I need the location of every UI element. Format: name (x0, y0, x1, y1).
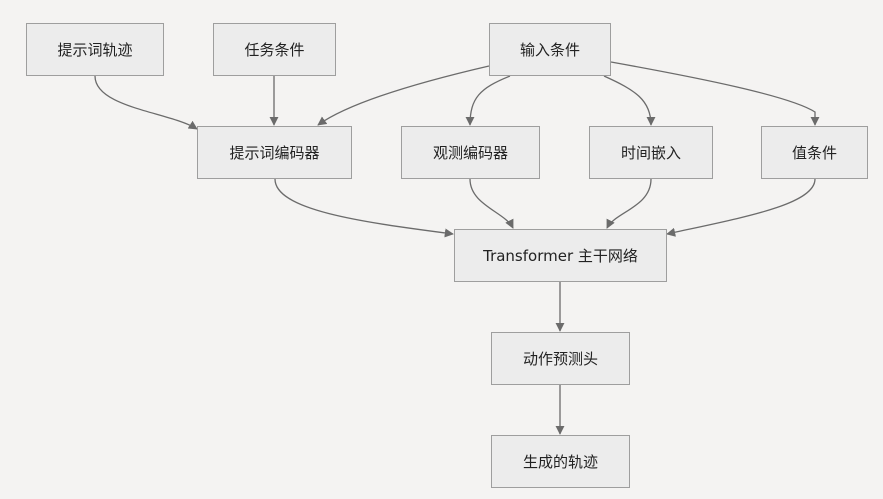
node-generated-trajectory: 生成的轨迹 (491, 435, 630, 488)
node-action-head: 动作预测头 (491, 332, 630, 385)
node-observation-encoder: 观测编码器 (401, 126, 540, 179)
edge-value-condition-to-transformer (666, 178, 816, 237)
edge-input-condition-to-prompt-encoder (317, 65, 490, 126)
edge-prompt-encoder-to-transformer (274, 178, 454, 238)
node-prompt-trajectory: 提示词轨迹 (26, 23, 164, 76)
node-action-head-label: 动作预测头 (522, 350, 598, 368)
edge-prompt-trajectory-to-prompt-encoder (94, 75, 198, 130)
node-prompt-encoder: 提示词编码器 (197, 126, 352, 179)
node-transformer-backbone-label: Transformer 主干网络 (483, 247, 638, 265)
node-time-embedding: 时间嵌入 (589, 126, 713, 179)
node-time-embedding-label: 时间嵌入 (620, 144, 681, 162)
edge-time-embedding-to-transformer (606, 178, 652, 229)
node-prompt-trajectory-label: 提示词轨迹 (57, 41, 133, 59)
node-observation-encoder-label: 观测编码器 (432, 144, 508, 162)
node-input-condition-label: 输入条件 (519, 41, 580, 59)
node-input-condition: 输入条件 (489, 23, 611, 76)
node-value-condition: 值条件 (761, 126, 868, 179)
node-transformer-backbone: Transformer 主干网络 (454, 229, 667, 282)
node-task-condition-label: 任务条件 (244, 41, 305, 59)
edge-input-condition-to-observation-encoder (465, 75, 511, 126)
edge-input-condition-to-value-condition (610, 61, 820, 126)
node-prompt-encoder-label: 提示词编码器 (229, 144, 320, 162)
edge-input-condition-to-time-embedding (603, 75, 656, 126)
node-generated-trajectory-label: 生成的轨迹 (522, 453, 598, 471)
edge-observation-encoder-to-transformer (469, 178, 514, 229)
node-task-condition: 任务条件 (213, 23, 336, 76)
node-value-condition-label: 值条件 (791, 144, 837, 162)
